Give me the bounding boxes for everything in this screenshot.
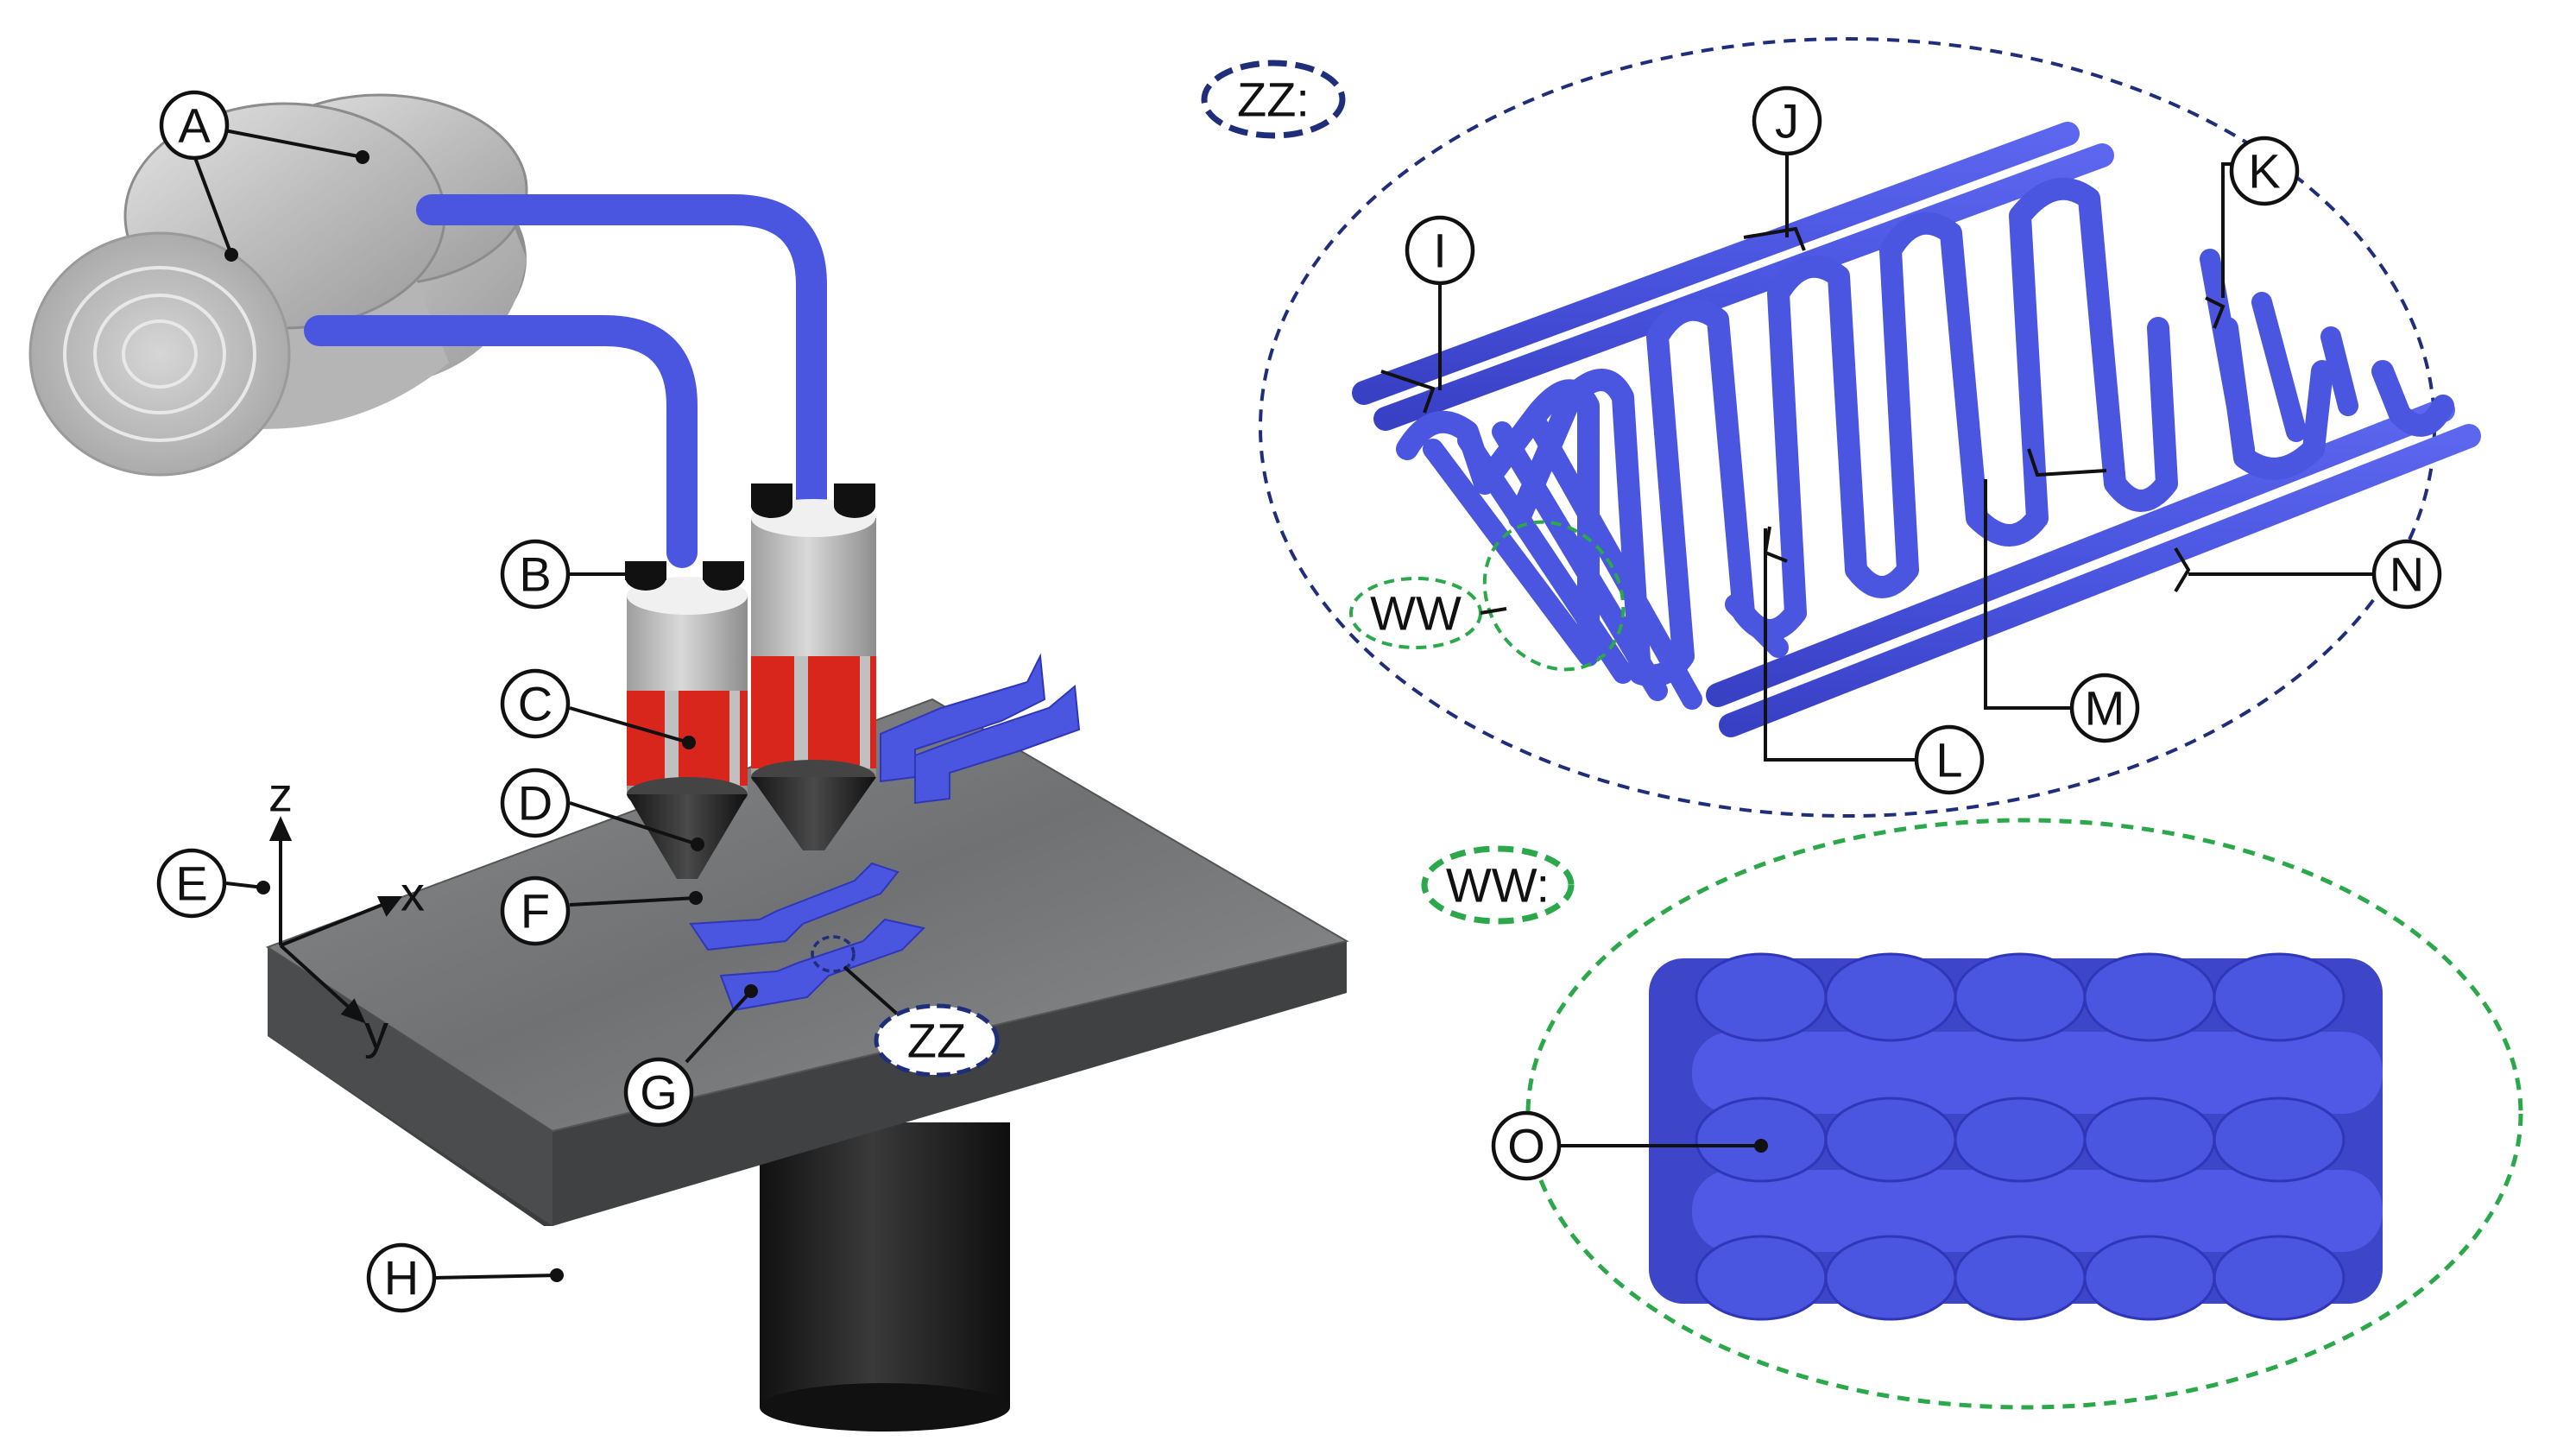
svg-text:J: J [1775,94,1799,149]
filament-tubes [304,194,827,568]
axis-label-x: x [401,867,425,921]
callout-c: C [500,668,571,739]
callout-i: I [1405,215,1475,286]
zz-title: ZZ: [1237,73,1310,127]
callout-h: H [366,1242,437,1313]
svg-text:H: H [384,1251,419,1305]
ww-marker-zone [1482,520,1626,672]
callout-m: M [2069,673,2140,743]
callout-o: O [1491,1110,1562,1181]
zz-title-badge [1201,60,1346,139]
leader-lines [193,128,2374,1282]
svg-text:A: A [178,98,211,153]
svg-text:M: M [2085,681,2125,736]
specimen-standing-1 [880,653,1046,783]
callout-n: N [2371,539,2442,610]
svg-text:N: N [2390,547,2424,602]
filament-spools [28,93,528,477]
build-plate-side-right [552,941,1347,1226]
callout-l: L [1914,724,1985,795]
zz-dimension-marks [1380,226,2226,593]
svg-text:E: E [175,856,207,911]
zz-marker-small [811,935,856,973]
callout-k: K [2229,136,2300,206]
callout-a: A [159,90,230,161]
support-post [760,1122,1010,1407]
spool-face [28,231,291,477]
callout-f: F [500,875,571,946]
ww-inset-outline [1525,818,2523,1410]
svg-text:K: K [2248,144,2280,199]
svg-text:F: F [521,884,550,939]
callout-j: J [1752,85,1822,156]
print-head-right [751,483,876,850]
callout-e: E [156,848,227,919]
callout-g: G [623,1057,694,1128]
zz-parallel-rows [1423,249,2358,710]
build-plate-side-left [268,947,552,1226]
zz-perimeter-beads [1352,122,2481,737]
specimen-flat-2 [719,918,925,1012]
callout-zz: ZZ [874,1003,1000,1078]
specimen-standing-2 [914,685,1081,805]
callout-b: B [500,539,571,610]
svg-text:B: B [519,547,551,602]
svg-text:G: G [640,1065,678,1120]
ww-bead-cross-section [1649,952,2383,1321]
coordinate-axes [268,816,403,1024]
specimen-flat-1 [689,862,900,951]
callouts: A B C D E F G H I J K L M N O ZZ [156,85,2442,1313]
ww-title-badge [1421,845,1575,925]
ww-title: WW: [1446,858,1550,913]
svg-text:O: O [1507,1119,1545,1173]
callout-d: D [500,768,571,838]
ww-inset: WW: [1421,818,2523,1410]
axis-label-z: z [268,768,293,822]
printed-specimens [689,653,1081,1012]
svg-text:C: C [518,677,552,731]
axis-label-y: y [364,1005,388,1059]
svg-text:D: D [518,776,552,831]
ww-marker-label: WW [1370,586,1462,641]
printer-scene: z x y [28,93,1349,1432]
zz-inset: ZZ: WW [1201,37,2481,818]
svg-text:ZZ: ZZ [907,1014,966,1068]
svg-text:L: L [1935,733,1962,787]
svg-text:I: I [1433,224,1447,278]
support-post-base [760,1383,1010,1432]
